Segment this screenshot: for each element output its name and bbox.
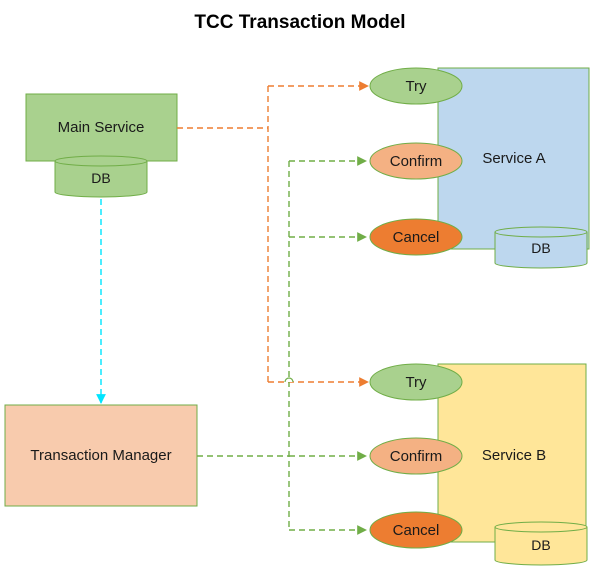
service-b-db-label: DB — [531, 537, 550, 553]
transaction-manager-box — [4, 404, 198, 507]
service-b-cancel: Cancel — [369, 511, 463, 549]
service-b-try: Try — [369, 363, 463, 401]
main-service-db-label: DB — [91, 170, 110, 186]
service-b-confirm: Confirm — [369, 437, 463, 475]
service-a-label: Service A — [482, 150, 545, 167]
main-service-box — [25, 93, 178, 162]
service-a-db: DB — [494, 226, 588, 269]
service-a-cancel-label: Cancel — [393, 229, 440, 246]
transaction-manager-label: Transaction Manager — [30, 447, 171, 464]
main-service-db: DB — [54, 155, 148, 198]
service-a-db-label: DB — [531, 240, 550, 256]
confirm-cancel-connectors — [197, 156, 367, 535]
service-b-box — [437, 363, 587, 543]
service-a-cancel: Cancel — [369, 218, 463, 256]
diagram-title: TCC Transaction Model — [194, 12, 405, 33]
service-a-box — [437, 67, 590, 250]
service-b-label: Service B — [482, 447, 546, 464]
service-b-cancel-label: Cancel — [393, 522, 440, 539]
service-a-try-label: Try — [405, 78, 427, 95]
service-b-confirm-label: Confirm — [390, 448, 443, 465]
line-crossing-hop — [284, 377, 294, 383]
try-connectors — [177, 81, 369, 387]
service-a-confirm: Confirm — [369, 142, 463, 180]
main-service-label: Main Service — [58, 119, 145, 136]
service-b-db: DB — [494, 521, 588, 566]
service-a-confirm-label: Confirm — [390, 153, 443, 170]
service-a-try: Try — [369, 67, 463, 105]
service-b-try-label: Try — [405, 374, 427, 391]
